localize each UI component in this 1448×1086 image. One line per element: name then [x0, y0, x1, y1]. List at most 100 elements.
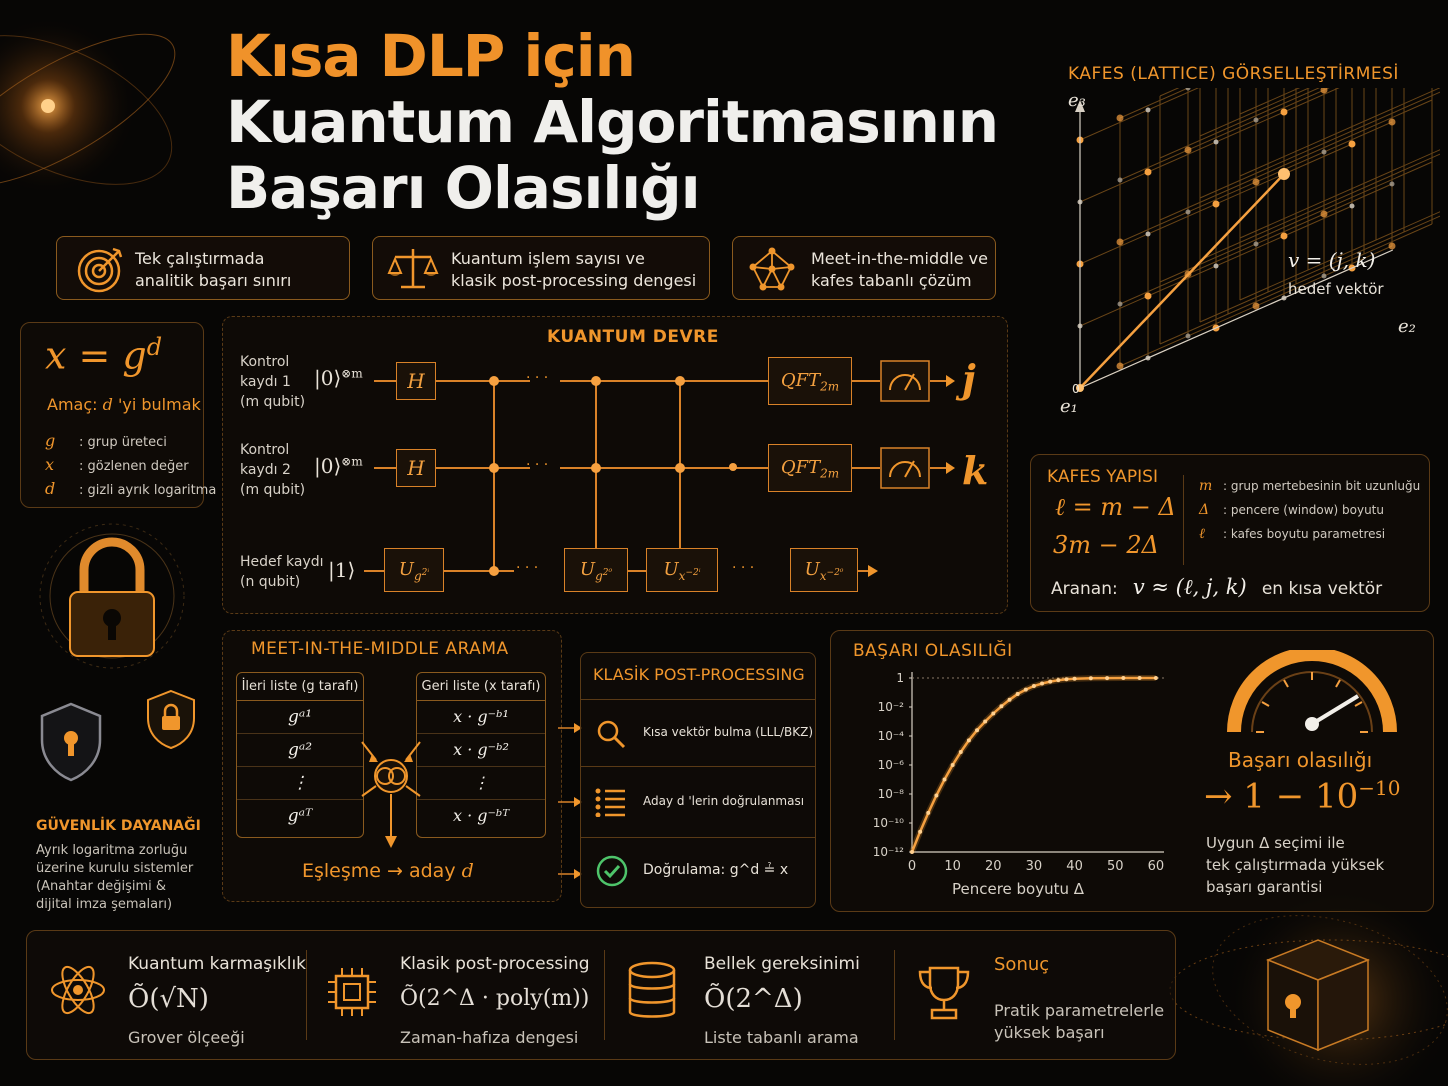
series-point [1040, 681, 1045, 686]
x-axis-label: Pencere boyutu Δ [952, 880, 1085, 898]
control-dot [729, 463, 737, 471]
title-line-2: Kuantum Algoritmasının [226, 88, 999, 156]
magnifier-icon [597, 720, 626, 749]
post-item-1: Kısa vektör bulma (LLL/BKZ) [581, 700, 815, 767]
vault-icon [1265, 939, 1371, 1052]
lattice-point [1117, 177, 1123, 183]
wire-2c [852, 467, 880, 469]
x-tick-label: 0 [908, 859, 916, 874]
bottom-3-formula: Õ(2^Δ) [704, 984, 803, 1014]
bottom-bar [26, 930, 1176, 1060]
lattice-point [1252, 178, 1260, 186]
lattice-defs: m: grup mertebesinin bit uzunluğu Δ: pen… [1199, 478, 1421, 542]
series-point [1121, 676, 1126, 680]
security-title: GÜVENLİK DAYANAĞI [36, 818, 201, 834]
ellipsis-4: · · · [732, 560, 755, 576]
x-tick-label: 30 [1026, 859, 1043, 874]
target-vector [1079, 173, 1285, 389]
bottom-2-title: Klasik post-processing [400, 954, 590, 974]
series-line [910, 676, 1156, 853]
ellipsis-3: · · · [516, 560, 539, 576]
lattice-grid [1075, 88, 1440, 392]
u-gate-x-20: Ux−2⁰ [790, 548, 858, 592]
lattice-point [1116, 114, 1124, 122]
qft-gate-1: QFT2m [768, 357, 852, 405]
post-item-2: Aday d 'lerin doğrulanması [581, 767, 815, 838]
series-point [1048, 679, 1053, 684]
list-icon [595, 788, 625, 817]
control-dot [591, 463, 601, 473]
lattice-point [1280, 108, 1288, 116]
ket1-reg3: |1⟩ [328, 558, 356, 582]
problem-exponent: d [146, 333, 163, 361]
axis-line-e2 [1079, 249, 1394, 389]
lattice-origin: 0 [1072, 382, 1080, 396]
success-title: BAŞARI OLASILIĞI [853, 641, 1013, 661]
bottom-divider [306, 950, 307, 1040]
series-point [958, 749, 963, 754]
bottom-3-title: Bellek gereksinimi [704, 954, 860, 974]
lattice-search: Aranan: v ≈ (ℓ, j, k) en kısa vektör [1051, 575, 1383, 599]
lattice-point [1185, 333, 1191, 339]
flow-arrows [558, 723, 582, 879]
gauge-formula: → 1 − 10−10 [1204, 776, 1401, 817]
lattice-eq-2: 3m − 2Δ [1053, 531, 1159, 559]
lattice-point [1388, 118, 1396, 126]
problem-defs: g: grup üreteci x: gözlenen değer d: giz… [45, 431, 216, 503]
series-point [999, 704, 1004, 709]
match-text: Eşleşme → aday d [302, 860, 474, 882]
axis-arrow [1075, 100, 1085, 112]
lattice-point [1185, 88, 1191, 91]
lattice-point [1145, 107, 1151, 113]
wire-2 [374, 467, 530, 469]
lattice-point [1144, 292, 1152, 300]
series-point [1105, 676, 1110, 681]
hadamard-gate-2: H [396, 449, 436, 487]
ket0-reg2: |0⟩⊗m [314, 454, 363, 478]
feature-1-line-1: Tek çalıştırmada [135, 249, 265, 268]
x-tick-label: 10 [944, 859, 961, 874]
y-tick-label: 10⁻¹⁰ [873, 816, 904, 830]
lattice-axes [1079, 108, 1394, 389]
trophy-icon [918, 966, 970, 1020]
lattice-point [1116, 238, 1124, 246]
lattice-point [1213, 139, 1219, 145]
forward-list: İleri liste (g tarafı) gᵃ¹ gᵃ² ⋮ gᵃᵀ [236, 672, 364, 838]
ellipsis-1: · · · [526, 370, 549, 386]
ket0-reg1: |0⟩⊗m [314, 366, 363, 390]
def-d: d: gizli ayrık logaritma [45, 479, 217, 498]
series-point [926, 810, 931, 815]
feature-2-line-1: Kuantum işlem sayısı ve [451, 249, 645, 268]
measurement-icon [880, 360, 955, 402]
series-point [1072, 676, 1077, 681]
y-tick-label: 10⁻¹² [873, 845, 904, 859]
match-icon [361, 741, 421, 848]
lattice-edge [1079, 88, 1200, 141]
lattice-eq-1: ℓ = m − Δ [1055, 493, 1176, 521]
backward-list: Geri liste (x tarafı) x · g⁻ᵇ¹ x · g⁻ᵇ² … [416, 672, 546, 838]
lattice-point [1185, 209, 1191, 215]
series-point [1056, 678, 1061, 683]
backward-item: x · g⁻ᵇ² [417, 734, 545, 767]
control-dot [489, 463, 499, 473]
forward-list-header: İleri liste (g tarafı) [237, 673, 363, 701]
problem-equation: x = gd [45, 333, 163, 378]
u-gate-x-2i: Ux−2ⁱ [646, 548, 718, 592]
measurement-icon [880, 447, 955, 489]
forward-item: gᵃ¹ [237, 701, 363, 734]
u-gate-g-2i: Ug2ⁱ [384, 548, 444, 592]
arrow-icon [868, 565, 878, 577]
title-line-3: Başarı Olasılığı [226, 154, 701, 222]
series-glow [909, 675, 1156, 854]
axis-e1: e₁ [1060, 396, 1078, 417]
x-tick-label: 20 [985, 859, 1002, 874]
series-point [1023, 687, 1028, 692]
lattice-structure-panel: KAFES YAPISI ℓ = m − Δ 3m − 2Δ m: grup m… [1030, 454, 1430, 612]
wire-1b [560, 380, 768, 382]
bottom-divider [604, 950, 605, 1040]
origin-point [1076, 384, 1084, 392]
